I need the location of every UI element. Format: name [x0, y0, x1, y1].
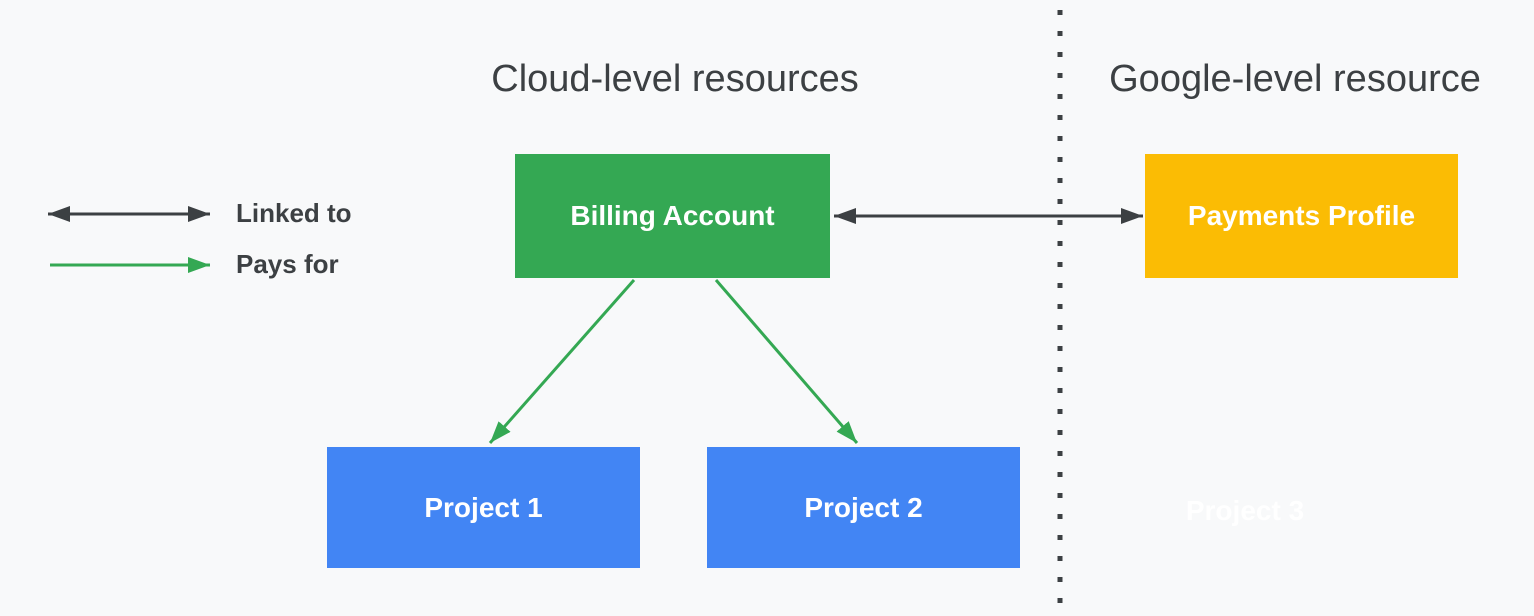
project-2-node: Project 2: [707, 447, 1020, 568]
google-level-section-title: Google-level resource: [1109, 58, 1481, 100]
project-1-label: Project 1: [424, 491, 543, 523]
cloud-level-section-title: Cloud-level resources: [491, 58, 859, 100]
payments-profile-label: Payments Profile: [1187, 200, 1416, 231]
legend-pays-for-label: Pays for: [236, 249, 339, 279]
payments-profile-node: Payments Profile: [1145, 154, 1458, 278]
edge-billing-to-project-2-pays-arrow: [714, 279, 859, 444]
billing-account-label: Billing Account: [570, 200, 775, 231]
legend-linked-to-label: Linked to: [236, 198, 352, 228]
billing-account-node: Billing Account: [515, 154, 830, 278]
project-3-label: Project 3: [1185, 495, 1305, 526]
project-1-node: Project 1: [327, 447, 640, 568]
project-3-ghost-node: Project 3: [1145, 489, 1345, 533]
edge-billing-to-project-1-pays-arrow: [488, 279, 636, 444]
project-2-node-label: Project 2: [804, 491, 923, 523]
